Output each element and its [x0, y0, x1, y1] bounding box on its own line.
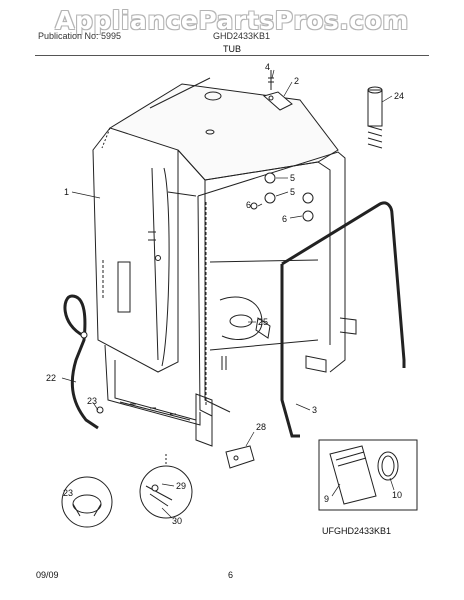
tub-side-wall	[92, 127, 179, 373]
callout-10: 10	[392, 490, 402, 500]
callout-28: 28	[256, 422, 266, 432]
watermark: AppliancePartsPros.com	[55, 6, 409, 35]
header-rule	[35, 55, 429, 56]
callout-23: 23	[87, 396, 97, 406]
fill-tube	[367, 86, 383, 149]
nuts-and-grommets	[250, 172, 314, 222]
model-number: GHD2433KB1	[213, 31, 271, 41]
callout-9: 9	[324, 494, 329, 504]
door-gasket	[280, 201, 406, 438]
callout-23-detail: 23	[63, 488, 73, 498]
section-title: TUB	[223, 44, 241, 54]
callout-5b: 5	[290, 187, 295, 197]
diagram-code: UFGHD2433KB1	[322, 526, 391, 536]
leader-lines	[61, 69, 395, 519]
callout-24: 24	[394, 91, 404, 101]
callout-5a: 5	[290, 173, 295, 183]
callout-6a: 6	[246, 200, 251, 210]
door-catch	[225, 445, 255, 469]
footer-page: 6	[228, 570, 234, 580]
callout-labels: 1 2 3 4 5 5 6 6 9 10 22 23 23 24 25 28 2…	[46, 62, 404, 536]
callout-6b: 6	[282, 214, 287, 224]
callout-29: 29	[176, 481, 186, 491]
callout-25: 25	[258, 317, 268, 327]
tub-front-frame	[167, 151, 357, 417]
callout-30: 30	[172, 516, 182, 526]
callout-22: 22	[46, 373, 56, 383]
callout-1: 1	[64, 187, 69, 197]
drain-hose	[63, 294, 104, 430]
clamp-detail	[61, 476, 113, 528]
footer-date: 09/09	[36, 570, 59, 580]
callout-2: 2	[294, 76, 299, 86]
hinge-bracket	[262, 70, 293, 111]
tub-base	[104, 344, 213, 447]
tub-interior	[204, 161, 331, 413]
detail-circle	[139, 452, 193, 519]
manual-kit-box	[318, 439, 418, 511]
callout-4: 4	[265, 62, 270, 72]
callout-3: 3	[312, 405, 317, 415]
publication-number: Publication No: 5995	[38, 31, 122, 41]
